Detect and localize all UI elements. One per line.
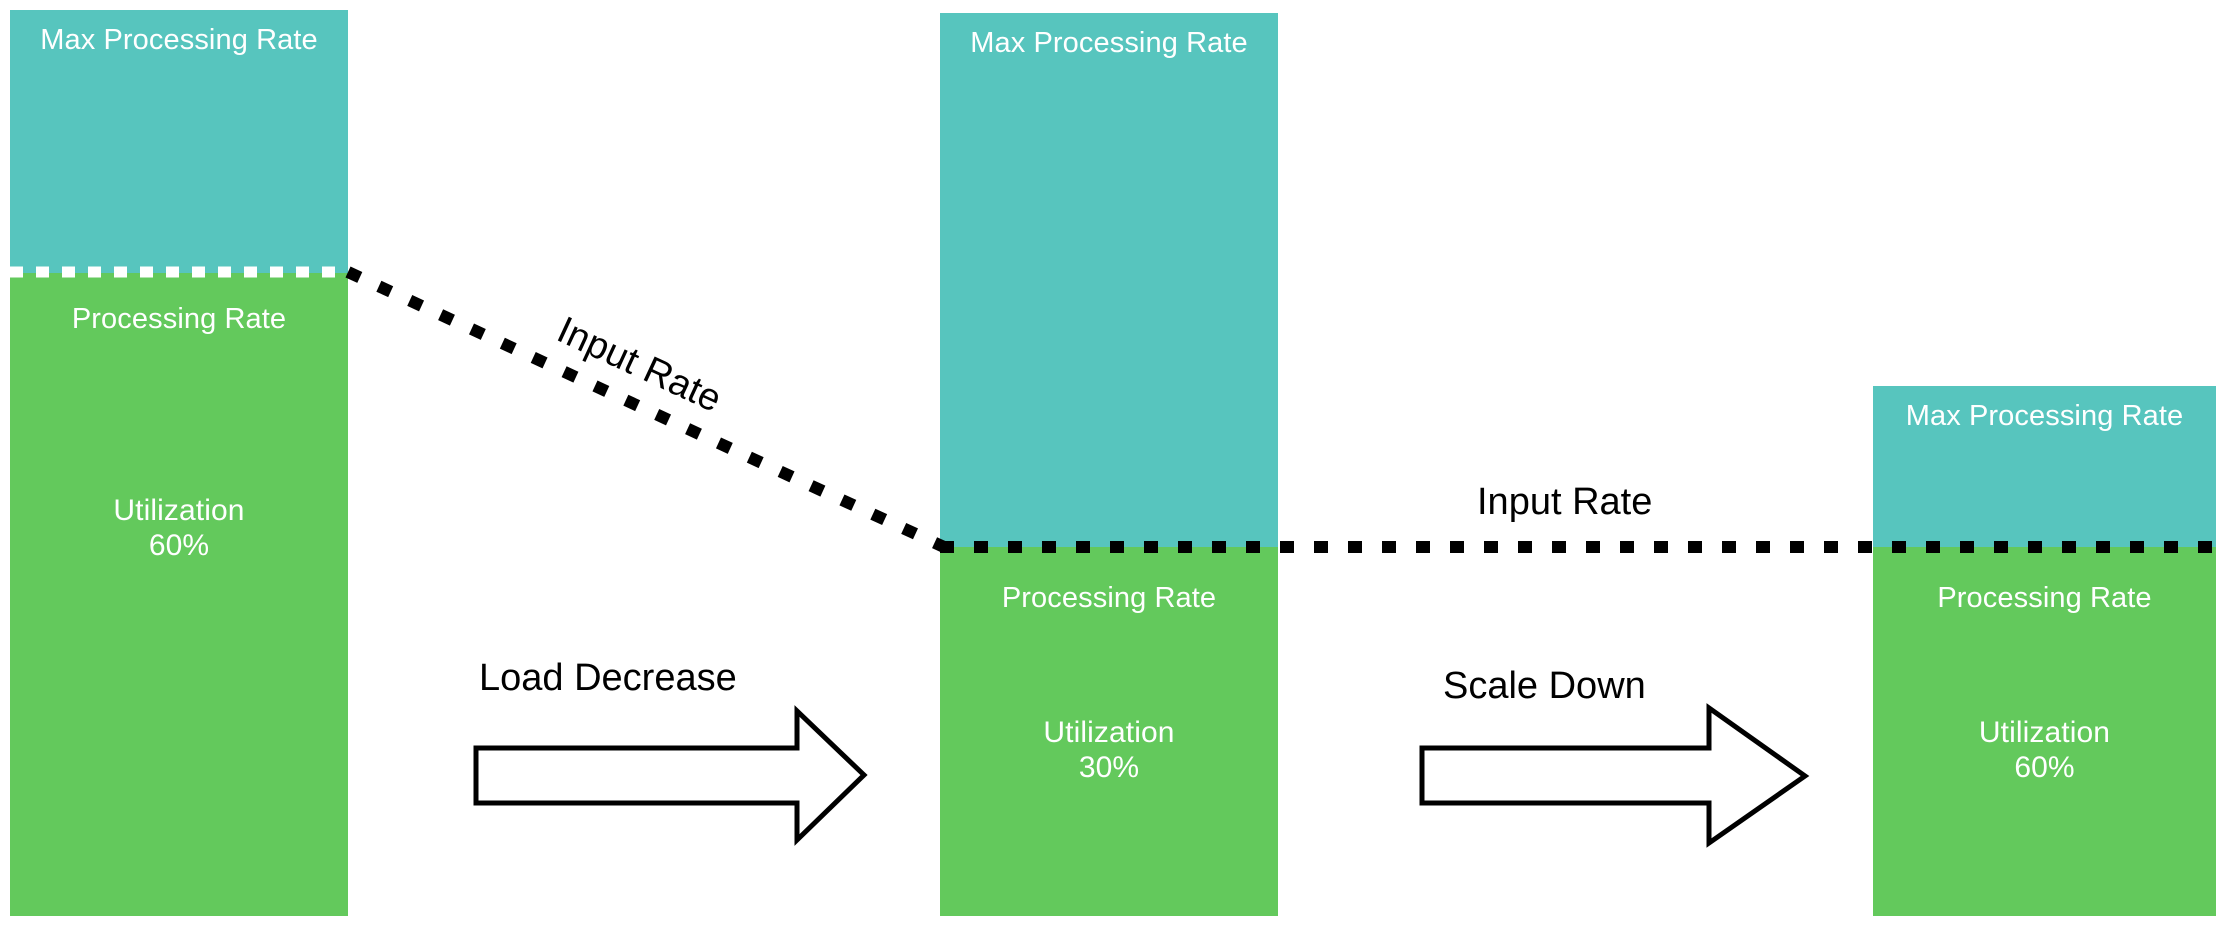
column-after-scale-down: Max Processing Rate Processing Rate Util… [1873,386,2216,916]
column-initial-state: Max Processing Rate Processing Rate Util… [10,10,348,916]
processing-rate-label-3: Processing Rate [1937,582,2152,614]
input-rate-line-diagonal [345,266,947,553]
max-processing-rate-label-1: Max Processing Rate [40,24,318,56]
utilization-value-1: 60% [148,529,210,562]
max-processing-rate-label-2: Max Processing Rate [970,27,1248,59]
processing-rate-segment-2 [940,547,1278,916]
input-rate-horizontal-label: Input Rate [1477,481,1653,523]
input-rate-diagonal-label: Input Rate [550,309,728,421]
processing-rate-segment-3 [1873,547,2216,916]
column-after-load-decrease: Max Processing Rate Processing Rate Util… [940,13,1278,916]
load-decrease-arrow-icon [473,705,868,846]
processing-rate-segment-1 [10,273,348,916]
utilization-label-1: Utilization [113,494,245,527]
utilization-value-3: 60% [2014,751,2075,784]
utilization-label-3: Utilization [1978,716,2111,749]
scale-down-label: Scale Down [1443,665,1646,707]
max-processing-rate-label-3: Max Processing Rate [1905,400,2184,432]
processing-rate-label-2: Processing Rate [1001,582,1217,614]
scale-down-arrow-icon [1419,703,1810,848]
max-processing-rate-segment-2 [940,13,1278,547]
max-processing-rate-segment-3 [1873,386,2216,547]
utilization-value-2: 30% [1078,751,1140,784]
processing-rate-label-1: Processing Rate [71,303,287,335]
utilization-label-2: Utilization [1043,716,1175,749]
max-processing-rate-segment-1 [10,10,348,273]
load-decrease-label: Load Decrease [479,657,737,699]
